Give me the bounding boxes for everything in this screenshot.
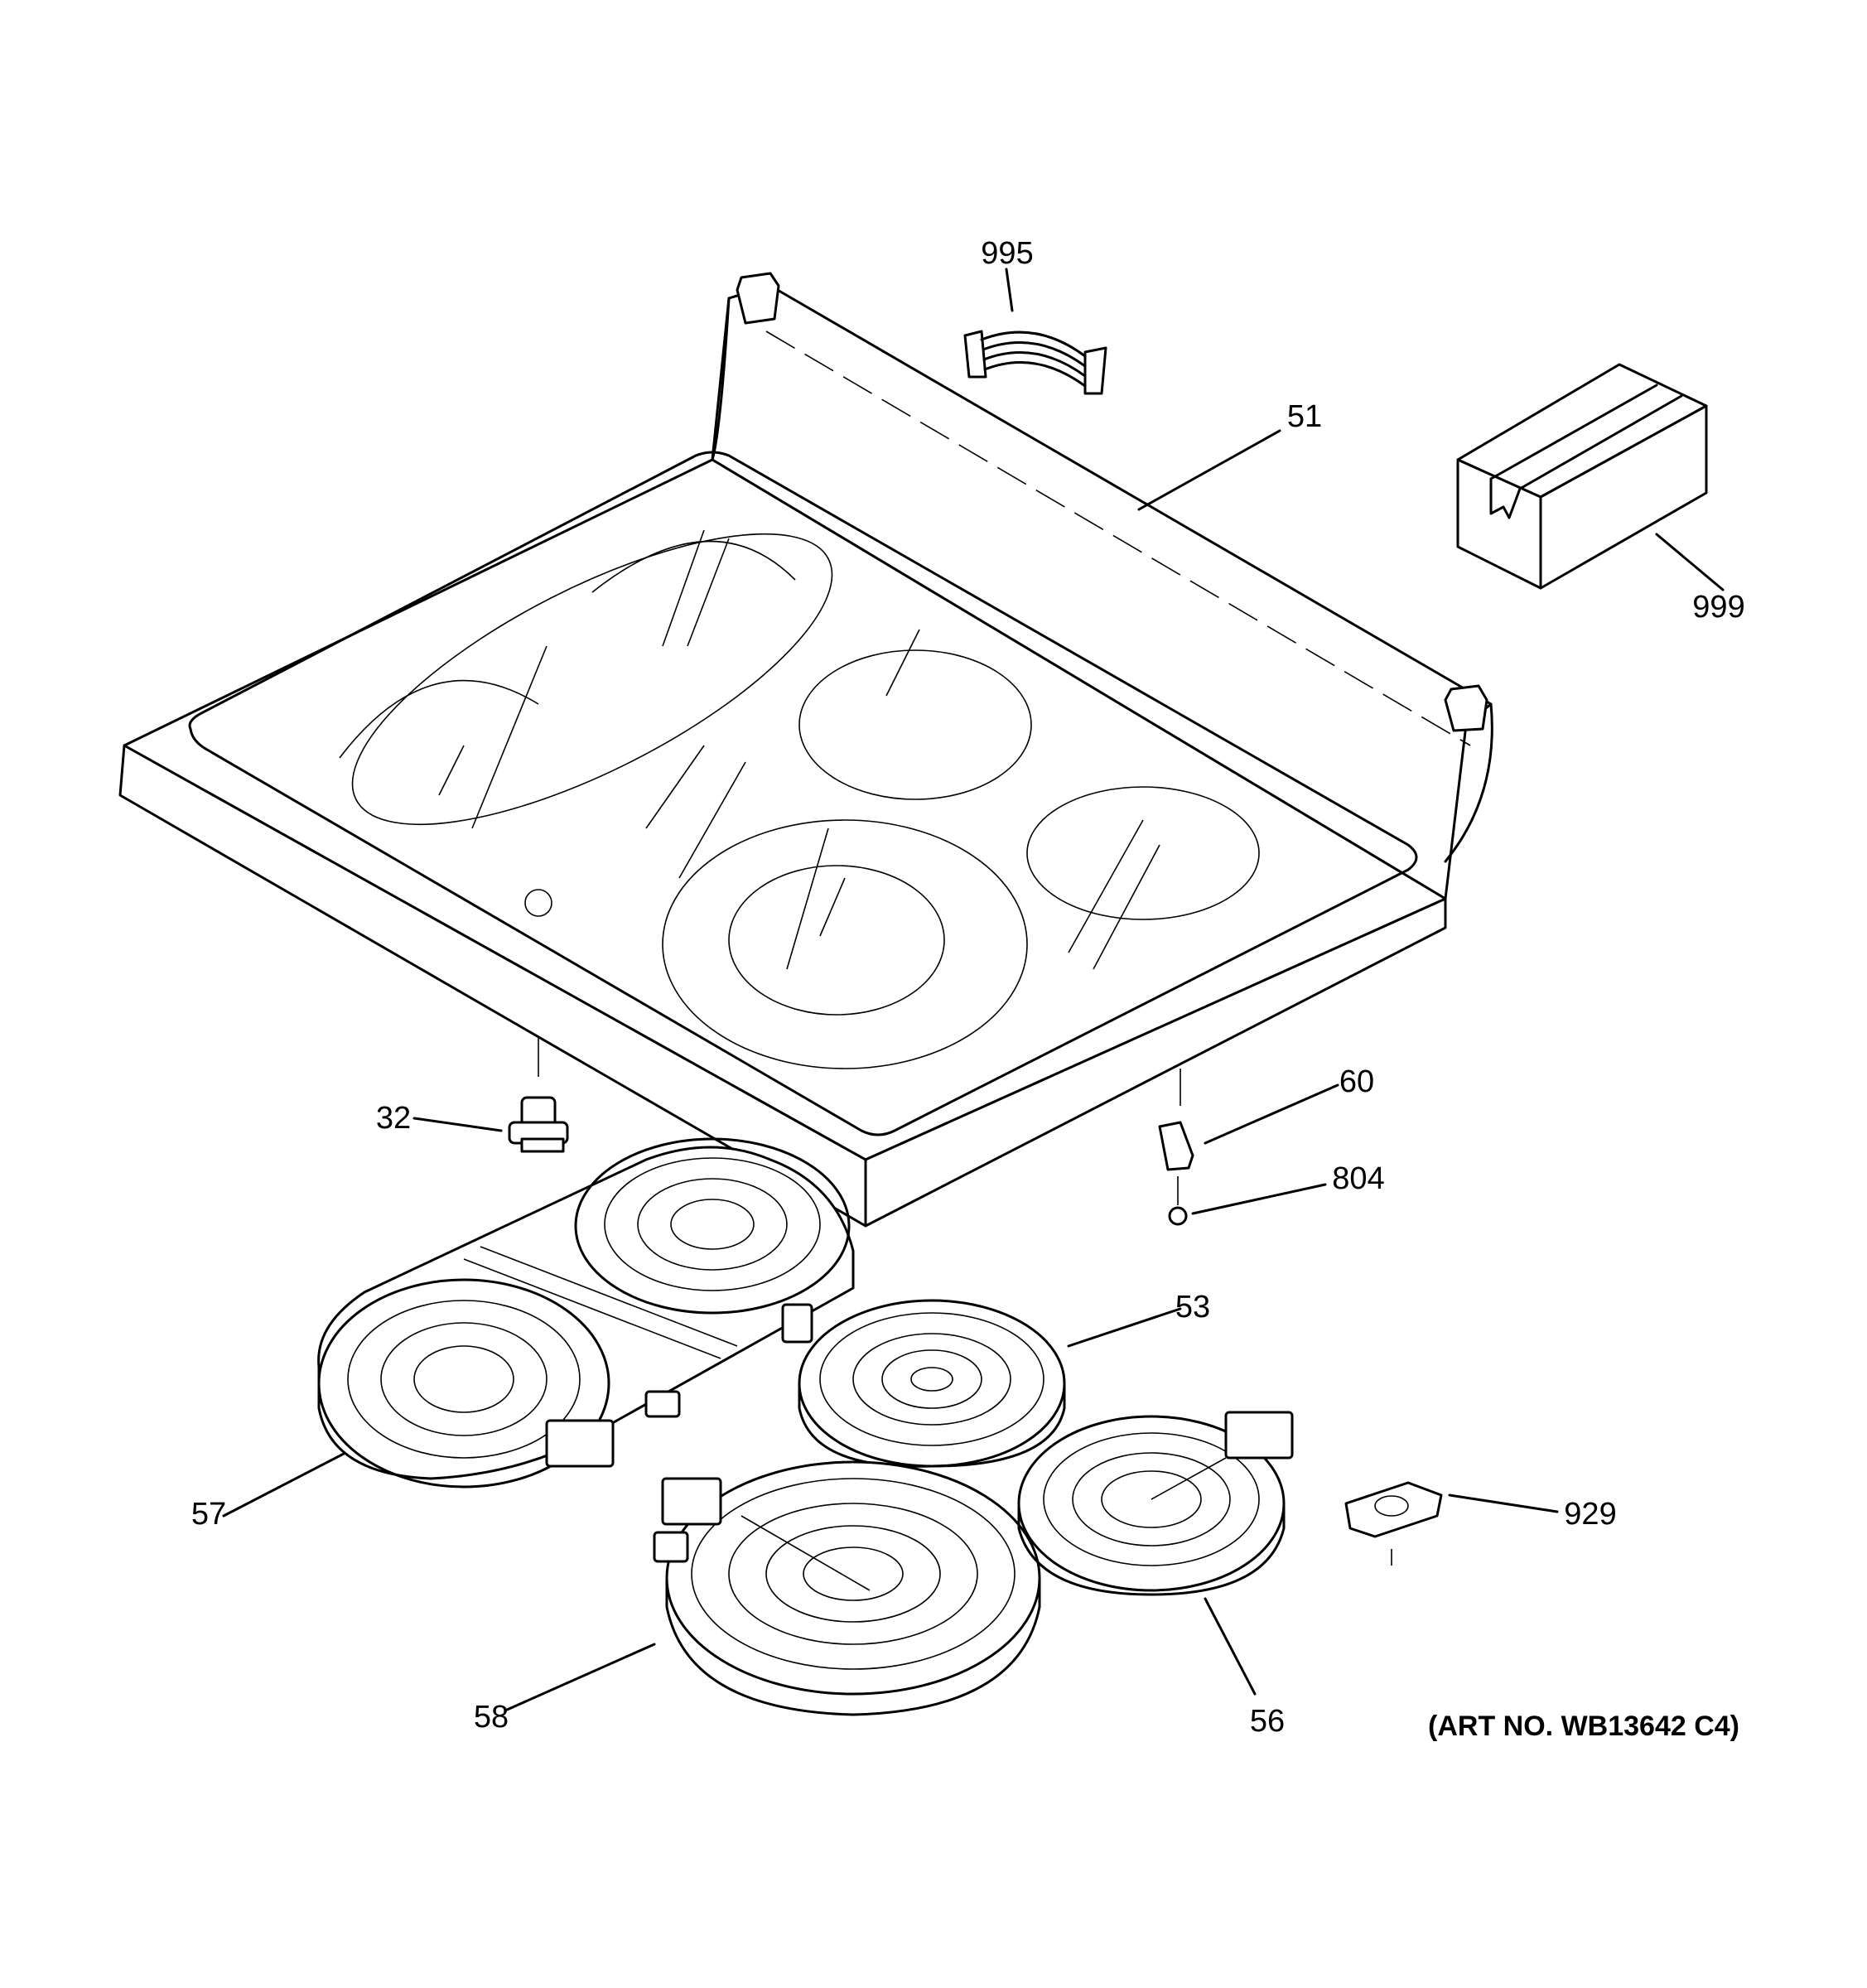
part-999-carton[interactable]	[1456, 363, 1725, 591]
callout-60: 60	[1339, 1064, 1374, 1099]
part-32-switch[interactable]	[412, 1035, 569, 1153]
part-58-large-element[interactable]	[504, 1460, 1041, 1716]
part-51-cooktop-glass[interactable]	[118, 272, 1493, 1228]
callout-929: 929	[1564, 1497, 1616, 1532]
part-804-screw[interactable]	[1168, 1176, 1327, 1226]
part-995-wire-harness[interactable]	[963, 268, 1107, 395]
callout-995: 995	[981, 236, 1033, 271]
part-53-radiant-element[interactable]	[781, 1299, 1182, 1468]
callout-56: 56	[1250, 1704, 1285, 1739]
part-60-bracket[interactable]	[1158, 1069, 1339, 1171]
callout-53: 53	[1175, 1290, 1210, 1325]
art-number: (ART NO. WB13642 C4)	[1428, 1711, 1739, 1742]
callout-32: 32	[376, 1101, 411, 1136]
part-56-small-element[interactable]	[1017, 1411, 1294, 1696]
callout-999: 999	[1692, 590, 1744, 625]
part-929-knob[interactable]	[1344, 1481, 1559, 1566]
part-57-dual-element[interactable]	[222, 1137, 855, 1518]
callout-51: 51	[1287, 399, 1322, 434]
callout-57: 57	[191, 1497, 226, 1532]
callout-58: 58	[474, 1700, 509, 1735]
callout-804: 804	[1332, 1161, 1384, 1196]
